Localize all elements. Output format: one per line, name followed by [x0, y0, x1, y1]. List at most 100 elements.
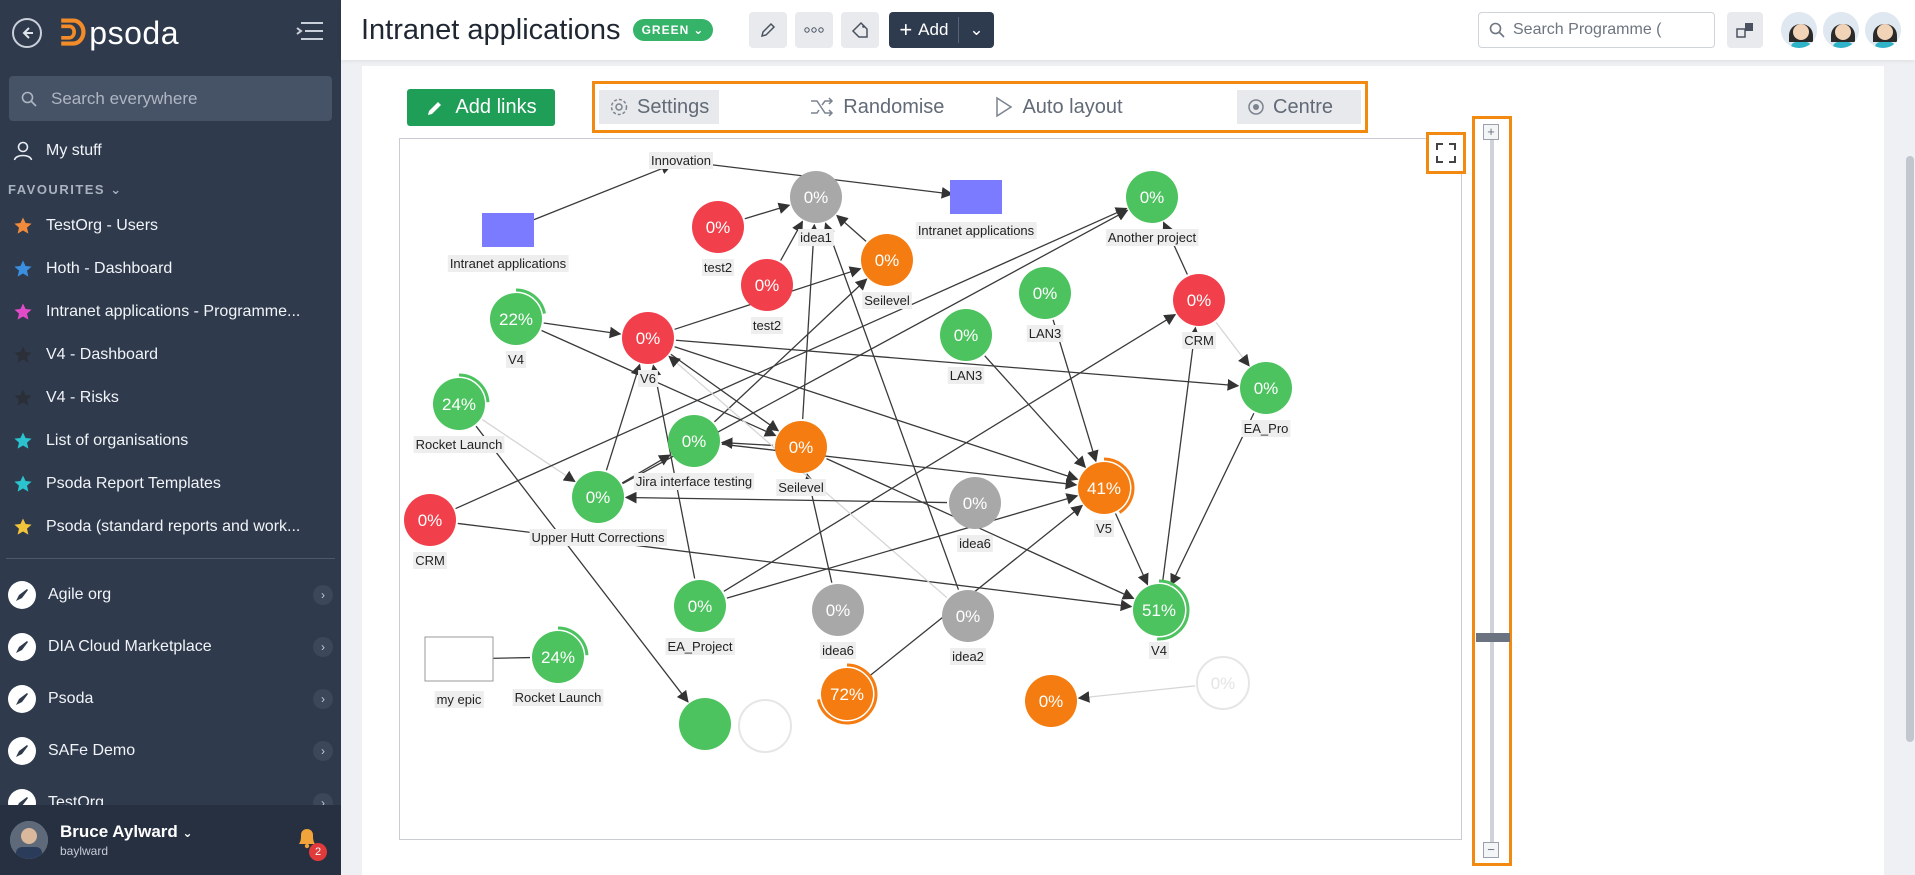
graph-node[interactable]: 0%test2	[741, 259, 793, 334]
node-rect[interactable]	[950, 180, 1002, 214]
graph-edge[interactable]	[723, 314, 1177, 592]
node-circle[interactable]	[790, 171, 842, 223]
graph-edge[interactable]	[984, 355, 1087, 469]
node-circle[interactable]	[741, 259, 793, 311]
graph-edge[interactable]	[670, 353, 780, 432]
graph-node[interactable]: 24%Rocket Launch	[512, 626, 604, 706]
node-circle[interactable]	[1019, 267, 1071, 319]
graph-edge[interactable]	[668, 355, 948, 599]
node-circle[interactable]	[940, 309, 992, 361]
node-circle[interactable]	[942, 590, 994, 642]
graph-node[interactable]: 0%EA_Pro	[1240, 362, 1292, 437]
graph-node[interactable]: 41%V5	[1078, 457, 1135, 537]
graph-node[interactable]: 51%V4	[1133, 579, 1190, 659]
graph-edge[interactable]	[836, 214, 867, 242]
graph-edge[interactable]	[455, 207, 1128, 510]
graph-node[interactable]: 0%idea6	[812, 584, 864, 659]
avatar[interactable]	[1779, 10, 1819, 50]
graph-edge[interactable]	[1114, 513, 1149, 586]
sidebar-item-my-stuff[interactable]: My stuff	[0, 129, 341, 172]
page-scrollbar[interactable]	[1905, 66, 1915, 875]
node-circle[interactable]	[1126, 171, 1178, 223]
node-circle[interactable]	[433, 378, 485, 430]
notifications-button[interactable]: 2	[295, 826, 327, 861]
sidebar-search-input[interactable]: Search everywhere	[9, 76, 332, 121]
node-circle[interactable]	[404, 494, 456, 546]
zoom-out-button[interactable]: −	[1483, 842, 1499, 858]
node-circle[interactable]	[738, 699, 792, 753]
auto-layout-button[interactable]: Auto layout	[984, 90, 1132, 124]
switch-view-button[interactable]	[1727, 12, 1763, 48]
graph-node[interactable]: my epic	[424, 636, 494, 708]
graph-node[interactable]: 0%idea6	[949, 477, 1001, 552]
sidebar-favourite-item[interactable]: List of organisations	[0, 419, 341, 462]
graph-edge[interactable]	[780, 220, 803, 261]
node-circle[interactable]	[668, 415, 720, 467]
graph-node[interactable]: 24%Rocket Launch	[413, 373, 505, 453]
edit-button[interactable]	[749, 12, 788, 48]
graph-node[interactable]: 0%V6	[622, 312, 674, 387]
fullscreen-button[interactable]	[1426, 132, 1466, 174]
node-circle[interactable]	[674, 580, 726, 632]
graph-edge[interactable]	[802, 223, 820, 420]
graph-node[interactable]: 0%Upper Hutt Corrections	[529, 471, 667, 546]
node-circle[interactable]	[622, 312, 674, 364]
graph-node[interactable]: 0%test2	[692, 201, 744, 276]
graph-edge[interactable]	[475, 425, 689, 703]
graph-edge[interactable]	[649, 364, 696, 579]
graph-node[interactable]: 0%Seilevel	[775, 421, 827, 496]
graph-edge[interactable]	[1170, 412, 1255, 586]
graph-node[interactable]: 0%	[1025, 675, 1077, 727]
node-circle[interactable]	[861, 234, 913, 286]
psoda-logo[interactable]: ᕲ psoda	[60, 12, 179, 55]
zoom-handle[interactable]	[1476, 633, 1510, 642]
graph-edge[interactable]	[541, 329, 777, 437]
node-circle[interactable]	[812, 584, 864, 636]
node-box[interactable]	[424, 636, 494, 682]
graph-edge[interactable]	[720, 437, 774, 449]
sidebar-favourite-item[interactable]: Psoda (standard reports and work...	[0, 505, 341, 548]
graph-edge[interactable]	[1215, 321, 1250, 367]
graph-node[interactable]: 0%CRM	[404, 494, 456, 569]
collapse-menu-button[interactable]	[295, 18, 325, 49]
graph-edge[interactable]	[543, 322, 622, 339]
back-button[interactable]	[12, 18, 42, 48]
graph-edge[interactable]	[481, 419, 576, 483]
node-circle[interactable]	[679, 698, 731, 750]
more-options-button[interactable]	[795, 12, 834, 48]
graph-edge[interactable]	[621, 454, 671, 484]
settings-button[interactable]: Settings	[599, 90, 720, 124]
graph-edge[interactable]	[726, 493, 1079, 599]
sidebar-organisation-item[interactable]: SAFe Demo›	[0, 725, 341, 777]
graph-node[interactable]	[738, 699, 792, 753]
graph-edge[interactable]	[530, 163, 673, 222]
scrollbar-thumb[interactable]	[1906, 156, 1914, 742]
chevron-right-icon[interactable]: ›	[313, 637, 333, 657]
graph-edge[interactable]	[868, 504, 1084, 677]
favourites-toggle[interactable]: FAVOURITES ⌄	[0, 172, 341, 204]
sidebar-favourite-item[interactable]: Hoth - Dashboard	[0, 247, 341, 290]
graph-edge[interactable]	[674, 346, 1079, 482]
sidebar-favourite-item[interactable]: TestOrg - Users	[0, 204, 341, 247]
avatar[interactable]	[1863, 10, 1903, 50]
programme-search-input[interactable]: Search Programme (	[1478, 12, 1715, 48]
sidebar-organisation-item[interactable]: Agile org›	[0, 569, 341, 621]
centre-button[interactable]: Centre	[1237, 90, 1361, 124]
graph-node[interactable]: 0%idea1	[790, 171, 842, 246]
graph-edge[interactable]	[1052, 319, 1099, 463]
node-circle[interactable]	[532, 631, 584, 683]
node-circle[interactable]	[490, 293, 542, 345]
avatar[interactable]	[10, 821, 48, 859]
graph-node[interactable]: Intranet applications	[915, 180, 1037, 239]
node-circle[interactable]	[1196, 656, 1250, 710]
status-badge[interactable]: GREEN ⌄	[632, 19, 714, 41]
graph-node[interactable]: Innovation	[649, 152, 713, 169]
chevron-right-icon[interactable]: ›	[313, 585, 333, 605]
sidebar-favourite-item[interactable]: Intranet applications - Programme...	[0, 290, 341, 333]
zoom-slider[interactable]: + −	[1472, 116, 1512, 866]
graph-node[interactable]: 0%idea2	[942, 590, 994, 665]
chevron-right-icon[interactable]: ›	[313, 741, 333, 761]
node-circle[interactable]	[1173, 274, 1225, 326]
node-circle[interactable]	[1025, 675, 1077, 727]
